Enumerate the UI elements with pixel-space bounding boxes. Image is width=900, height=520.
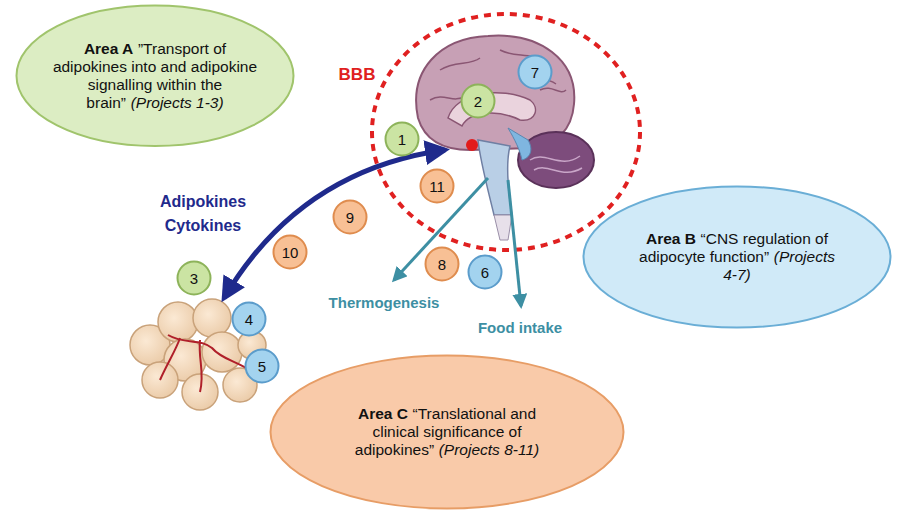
text-block: 11 <box>429 178 445 195</box>
callout-text: 9 <box>346 209 354 226</box>
text-block: 2 <box>474 93 482 110</box>
circle-shape <box>519 56 552 89</box>
text-block: Area C“Translational and clinical signif… <box>335 405 560 459</box>
text-block: 8 <box>438 256 446 273</box>
circle-shape <box>178 262 211 295</box>
callout-text: 7 <box>531 64 539 81</box>
area-ellipse: Area A”Transport of adipokines into and … <box>15 4 295 147</box>
callout-text: 6 <box>481 264 489 281</box>
project-range: (Projects 1-3) <box>131 94 224 111</box>
ellipse-shape <box>17 6 294 146</box>
callout-text: 1 <box>398 131 406 148</box>
text-block: 10 <box>282 244 299 261</box>
text-block: 4 <box>245 311 253 328</box>
circle-shape <box>233 303 266 336</box>
ellipse-shape <box>271 356 624 509</box>
double-arrow <box>224 150 445 298</box>
area-ellipse: Area C“Translational and clinical signif… <box>269 354 625 510</box>
bbb-label: BBB <box>327 62 387 88</box>
callout-text: 3 <box>190 270 198 287</box>
callout-number: 11 <box>419 168 455 204</box>
callout-number: 8 <box>424 246 460 282</box>
callout-text: 8 <box>438 256 446 273</box>
text-block: 7 <box>531 64 539 81</box>
callout-text: 4 <box>245 311 253 328</box>
text-block: 1 <box>398 131 406 148</box>
output-arrow <box>508 180 521 306</box>
output-label: Thermogenesis <box>314 292 454 315</box>
callout-number: 10 <box>272 234 308 270</box>
callout-number: 2 <box>460 83 496 119</box>
text-block: Area B“CNS regulation of adipocyte funct… <box>632 230 842 284</box>
ellipse-shape <box>584 187 891 328</box>
callout-text: 5 <box>258 358 266 375</box>
area-heading: Area B <box>646 230 696 247</box>
callout-number: 3 <box>176 260 212 296</box>
bbb-boundary <box>372 14 640 250</box>
blood-vessel <box>160 335 252 392</box>
callout-number: 6 <box>467 254 503 290</box>
text-block: Area A”Transport of adipokines into and … <box>48 40 263 112</box>
circle-shape <box>462 85 495 118</box>
adipocyte-cluster <box>130 299 266 410</box>
area-heading: Area C <box>358 405 408 422</box>
circle-shape <box>274 236 307 269</box>
callout-text: 11 <box>429 178 445 195</box>
circle-shape <box>386 123 419 156</box>
circle-shape <box>246 350 279 383</box>
callout-number: 7 <box>517 54 553 90</box>
signal-label: Adipokines Cytokines <box>153 190 253 238</box>
circle-shape <box>469 256 502 289</box>
text-block: 9 <box>346 209 354 226</box>
text-block: 3 <box>190 270 198 287</box>
area-heading: Area A <box>84 40 133 57</box>
text-block: 6 <box>481 264 489 281</box>
output-label: Food intake <box>465 317 575 340</box>
circle-shape <box>421 170 454 203</box>
project-range: (Projects 8-11) <box>439 441 540 458</box>
callout-text: 2 <box>474 93 482 110</box>
callout-number: 1 <box>384 121 420 157</box>
callout-number: 5 <box>244 348 280 384</box>
text-block: 5 <box>258 358 266 375</box>
brain-drawing <box>416 36 594 240</box>
area-ellipse: Area B“CNS regulation of adipocyte funct… <box>582 185 892 329</box>
callout-number: 4 <box>231 301 267 337</box>
callout-number: 9 <box>332 199 368 235</box>
circle-shape <box>426 248 459 281</box>
callout-text: 10 <box>282 244 299 261</box>
circle-shape <box>334 201 367 234</box>
